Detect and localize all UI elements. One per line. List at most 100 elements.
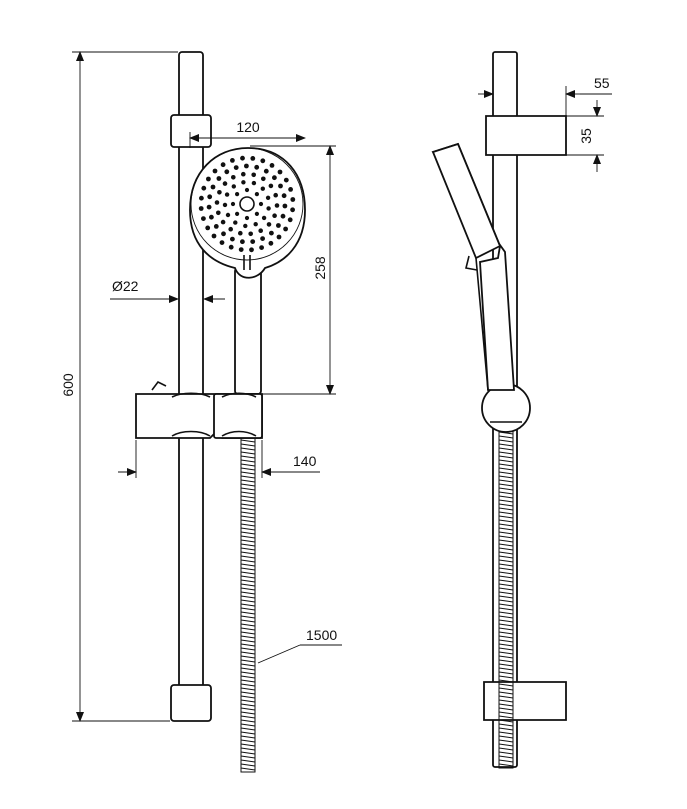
hose-coil (240, 475, 256, 479)
hose-coil (240, 603, 256, 607)
hose-coil (498, 719, 514, 723)
nozzle (250, 156, 256, 161)
hose-coil (240, 515, 256, 519)
nozzle (253, 222, 258, 227)
nozzle (260, 236, 265, 242)
side-bottom-bracket (483, 681, 567, 721)
hose-coil (240, 663, 256, 667)
hose-coil (498, 579, 514, 583)
hose-coil (498, 483, 514, 487)
hose-coil (498, 743, 514, 747)
hose-coil (240, 723, 256, 727)
nozzle (235, 192, 240, 197)
hose-outline (240, 437, 256, 773)
nozzle (201, 216, 206, 222)
hose-coil (240, 679, 256, 683)
hose-coil (240, 503, 256, 507)
hose-coil (498, 531, 514, 535)
nozzle (207, 194, 213, 200)
hose-coil (240, 571, 256, 575)
hose-coil (498, 563, 514, 567)
hose-coil (498, 639, 514, 643)
hose-coil (240, 467, 256, 471)
nozzle (254, 164, 260, 170)
hose-coil (498, 495, 514, 499)
hose-coil (498, 571, 514, 575)
hose-coil (240, 555, 256, 559)
dim-55: 55 (594, 75, 610, 91)
hose-coil (498, 727, 514, 731)
side-view (431, 51, 567, 769)
hose-coil (498, 651, 514, 655)
hose-coil (240, 659, 256, 663)
hose-coil (498, 643, 514, 647)
hose-coil (498, 587, 514, 591)
hose-coil (240, 635, 256, 639)
hose-coil (240, 695, 256, 699)
hose-coil (498, 607, 514, 611)
side-dimensions: 55 35 (478, 60, 612, 172)
hose-coil (240, 599, 256, 603)
nozzle (238, 247, 244, 253)
nozzle (259, 245, 264, 251)
hose-coil (240, 439, 256, 443)
hose-coil (240, 471, 256, 475)
rail-bar (178, 51, 204, 693)
nozzle-pattern (198, 155, 296, 253)
hose-coil (498, 619, 514, 623)
hose-coil (498, 691, 514, 695)
hose-coil (240, 763, 256, 767)
hose-coil (240, 683, 256, 687)
nozzle (269, 163, 275, 168)
nozzle (272, 213, 277, 218)
hose-coil (240, 735, 256, 739)
nozzle (276, 223, 281, 228)
hose-coil (498, 519, 514, 523)
nozzle (224, 169, 230, 175)
nozzle (224, 192, 230, 197)
hose-coil (498, 667, 514, 671)
nozzle (263, 168, 269, 174)
hose-coil (498, 551, 514, 555)
dim-140: 140 (293, 453, 317, 469)
nozzle (266, 206, 271, 211)
nozzle (233, 165, 239, 171)
hose-coil (498, 539, 514, 543)
nozzle (258, 201, 264, 207)
hose-coil (498, 715, 514, 719)
nozzle (216, 176, 222, 181)
hose-coil (240, 619, 256, 623)
nozzle (228, 244, 234, 250)
hose-coil (498, 451, 514, 455)
dim-diameter-22: Ø22 (112, 278, 139, 294)
nozzle (272, 175, 277, 181)
hose-coil (240, 691, 256, 695)
hose-coil (240, 479, 256, 483)
hose-coil (498, 663, 514, 667)
hose-coil (498, 575, 514, 579)
nozzle (251, 180, 257, 186)
hose-coil (240, 447, 256, 451)
hose-coil (498, 491, 514, 495)
hose-coil (498, 555, 514, 559)
bottom-cap (170, 684, 212, 722)
dim-258: 258 (312, 256, 328, 280)
hose-coil (498, 747, 514, 751)
hose-coil (240, 495, 256, 499)
hose-coil (498, 471, 514, 475)
nozzle (290, 197, 296, 202)
nozzle (244, 187, 250, 193)
hose-coil (240, 739, 256, 743)
nozzle (209, 214, 214, 220)
nozzle (249, 247, 254, 253)
nozzle (222, 181, 228, 186)
hose-coil (240, 575, 256, 579)
hose-coil (498, 459, 514, 463)
hose-coil (498, 583, 514, 587)
nozzle (281, 193, 287, 199)
nozzle (225, 212, 231, 218)
nozzle (230, 201, 236, 207)
nozzle (235, 211, 240, 216)
hose-coil (498, 559, 514, 563)
hose-coil (498, 707, 514, 711)
